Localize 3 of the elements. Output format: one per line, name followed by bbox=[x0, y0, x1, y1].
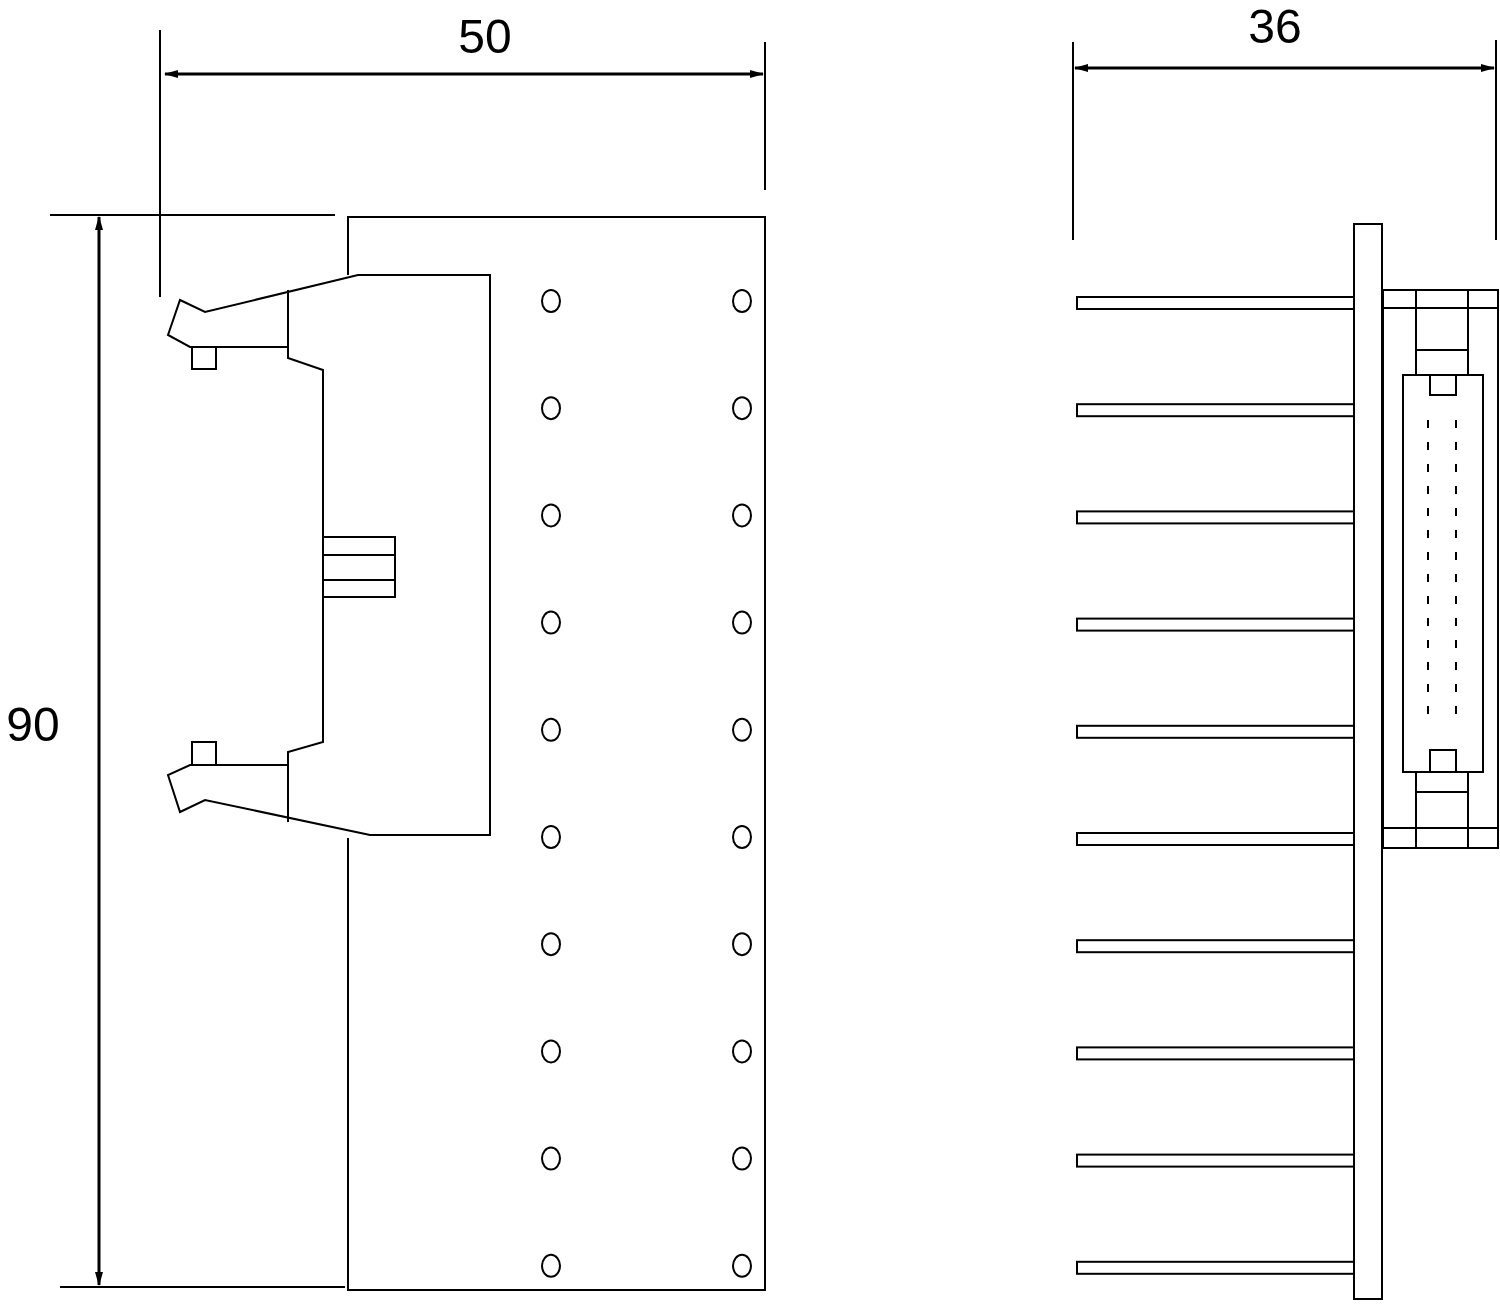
dimension-label: 50 bbox=[458, 13, 512, 61]
dimension-label: 90 bbox=[6, 701, 60, 749]
dimension-label: 36 bbox=[1248, 3, 1302, 51]
